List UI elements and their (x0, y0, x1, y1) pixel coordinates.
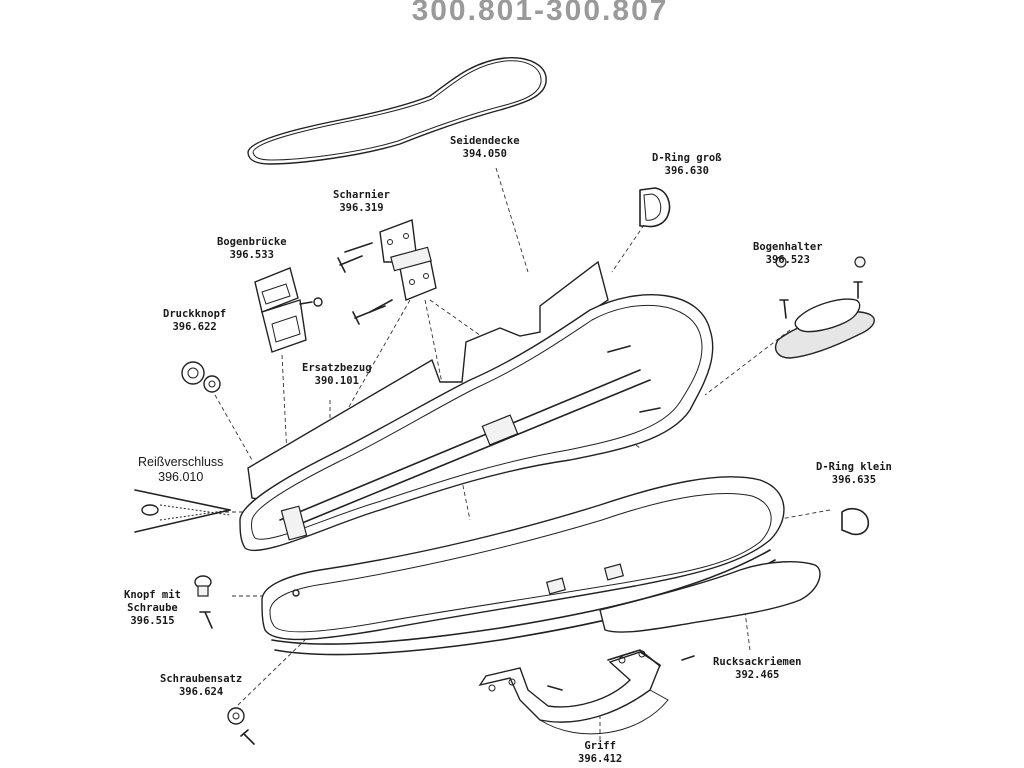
part-name: Scharnier (333, 189, 390, 201)
part-number: 396.319 (339, 202, 384, 214)
press-button-icon (181, 361, 221, 393)
label-ersatzbezug: Ersatzbezug 390.101 (302, 362, 372, 388)
leader-rucksackriemen (744, 611, 751, 651)
leader-druckknopf (214, 394, 253, 461)
label-griff: Griff 396.412 (578, 740, 622, 766)
part-name: Ersatzbezug (302, 362, 372, 374)
part-number: 396.630 (664, 165, 709, 177)
label-d-ring-klein: D-Ring klein 396.635 (816, 461, 892, 487)
label-bogenhalter: Bogenhalter 396.523 (753, 241, 823, 267)
part-name: Reißverschluss (138, 455, 224, 469)
leader-d-ring-gross (611, 224, 645, 273)
part-number: 396.635 (831, 474, 877, 486)
hinge-icon (337, 219, 437, 325)
leader-schraubensatz (237, 639, 306, 706)
silk-cover-shape (247, 57, 547, 165)
part-number: 396.515 (130, 615, 175, 627)
part-name-line2: Schraube (127, 602, 178, 614)
label-knopf-mit-schraube: Knopf mit Schraube 396.515 (124, 589, 181, 628)
bow-bridge-icon (254, 267, 323, 353)
part-name: Bogenhalter (753, 241, 823, 253)
leader-bogenhalter (704, 329, 791, 396)
label-druckknopf: Druckknopf 396.622 (163, 308, 226, 334)
part-name: Rucksackriemen (713, 656, 802, 668)
bow-holder-icon (774, 256, 875, 359)
part-number: 390.101 (314, 375, 359, 387)
label-schraubensatz: Schraubensatz 396.624 (160, 673, 242, 699)
part-number: 396.010 (158, 470, 204, 484)
zipper-icon (134, 489, 231, 533)
label-scharnier: Scharnier 396.319 (333, 189, 390, 215)
case-body (261, 476, 785, 656)
part-name: Griff (584, 740, 616, 752)
label-seidendecke: Seidendecke 394.050 (450, 135, 520, 161)
label-d-ring-gross: D-Ring groß 396.630 (652, 152, 722, 178)
part-number: 396.523 (765, 254, 810, 266)
part-number: 396.624 (178, 686, 224, 698)
button-screw-icon (194, 575, 213, 629)
part-name: Druckknopf (163, 308, 227, 320)
part-number: 392.465 (735, 669, 780, 681)
leader-seidendecke (495, 167, 529, 273)
leader-d-ring-klein (774, 509, 831, 521)
d-ring-small-icon (841, 508, 870, 536)
part-name: D-Ring klein (816, 461, 892, 473)
label-bogenbruecke: Bogenbrücke 396.533 (217, 236, 287, 262)
part-number: 396.533 (229, 249, 274, 261)
part-name: Seidendecke (450, 135, 520, 147)
part-name: Bogenbrücke (217, 236, 287, 248)
part-number: 396.622 (172, 321, 217, 333)
backpack-strap-shape (599, 561, 821, 633)
diagram-title: 300.801-300.807 (411, 0, 669, 27)
case-lid (239, 294, 714, 552)
part-name: Schraubensatz (160, 673, 243, 685)
part-number: 394.050 (462, 148, 507, 160)
part-name: D-Ring groß (652, 152, 722, 164)
screw-set-icon (227, 707, 255, 745)
d-ring-large-icon (639, 187, 671, 228)
handle-icon (478, 649, 695, 735)
part-name: Knopf mit (124, 589, 181, 601)
label-rucksackriemen: Rucksackriemen 392.465 (713, 656, 802, 682)
part-number: 396.412 (578, 753, 623, 765)
label-reissverschluss: Reißverschluss 396.010 (138, 455, 223, 485)
